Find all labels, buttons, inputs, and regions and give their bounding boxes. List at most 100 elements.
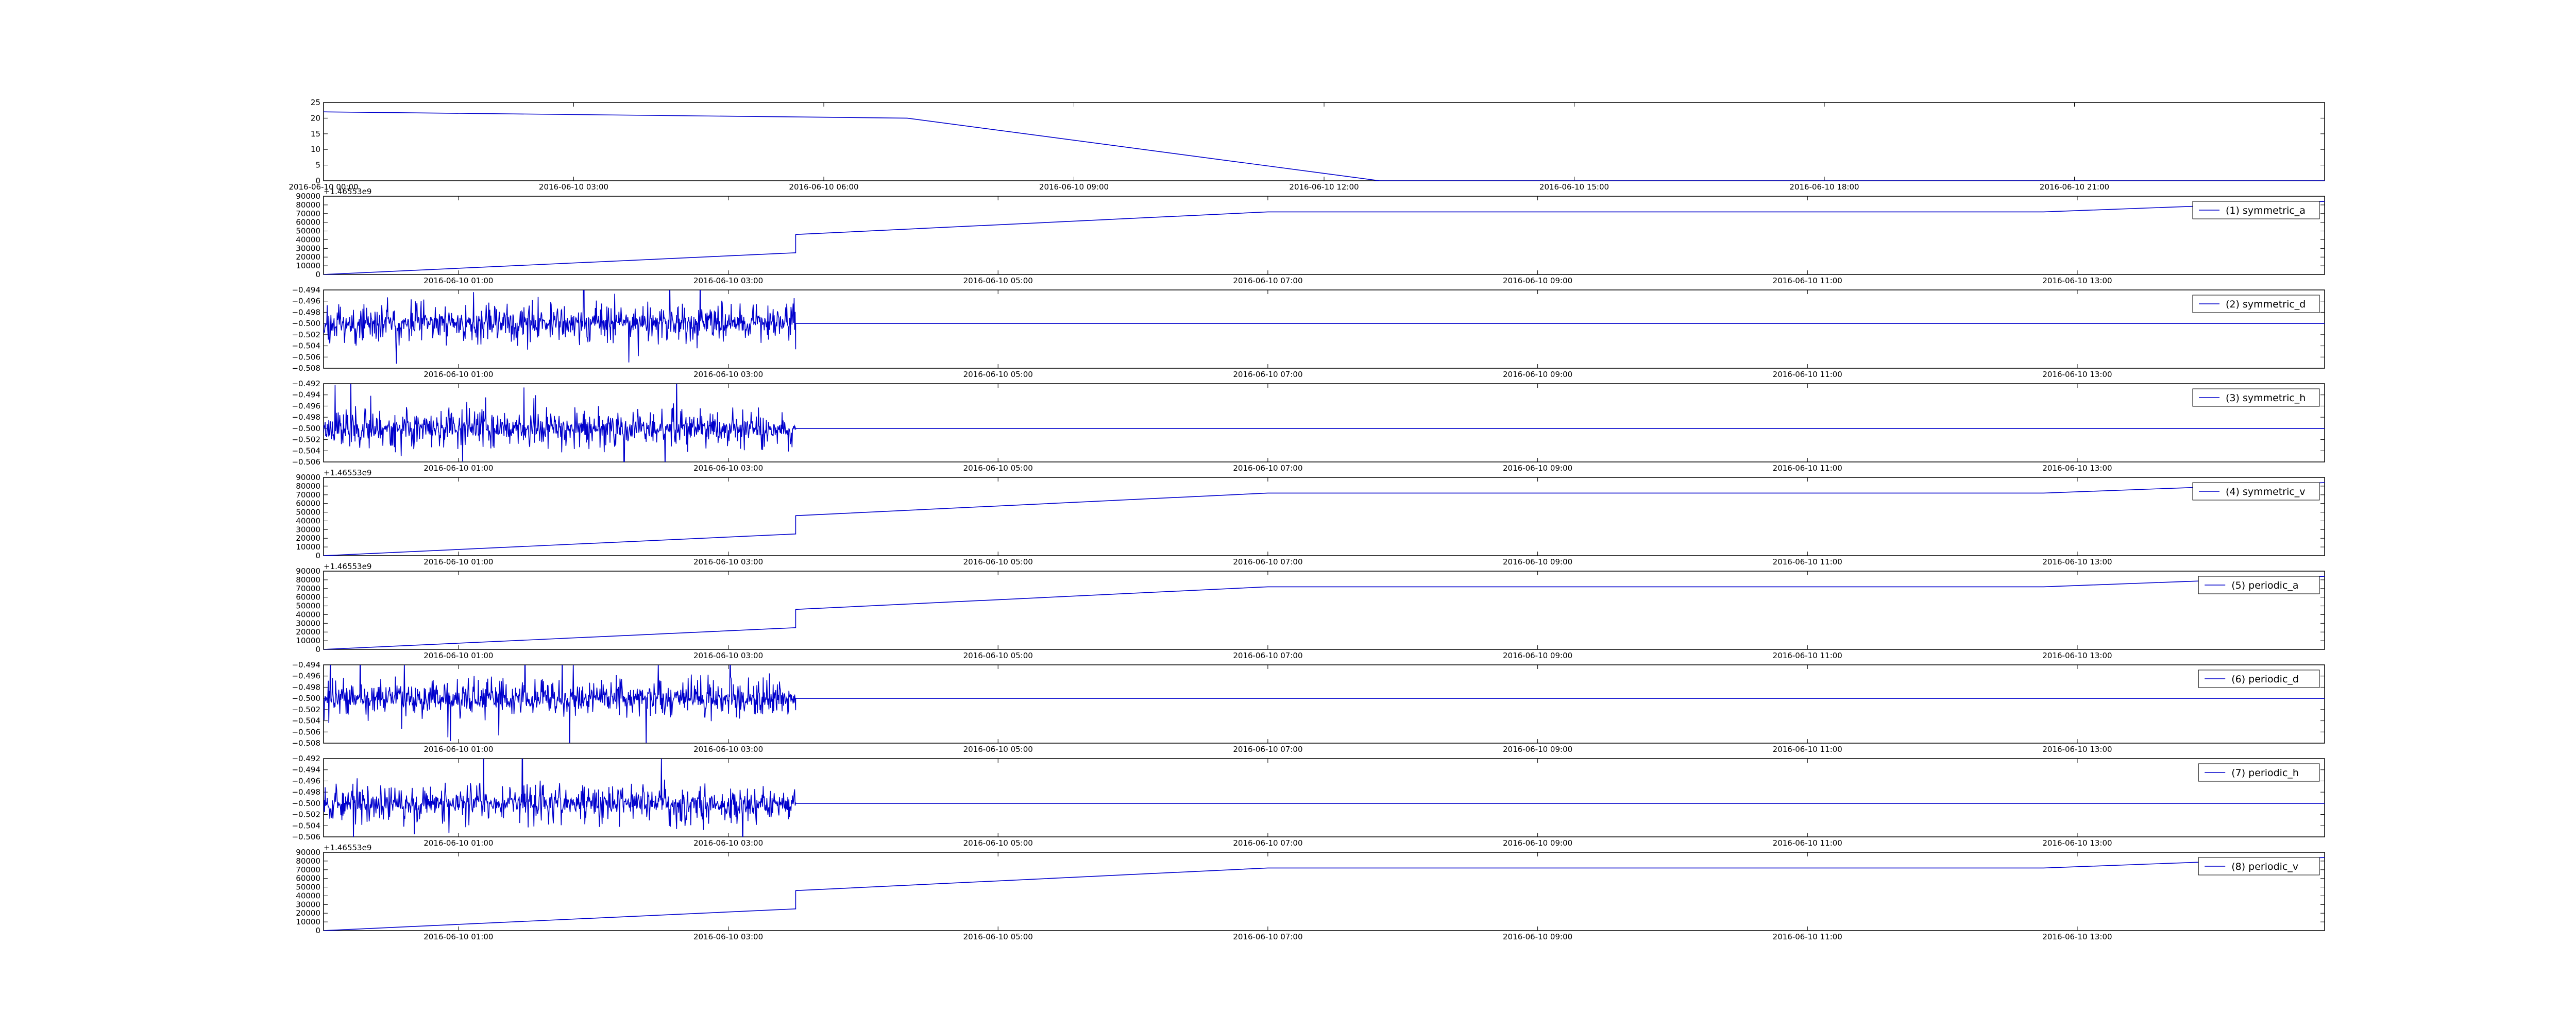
y-tick-label: −0.506	[292, 352, 320, 362]
x-tick-label: 2016-06-10 07:00	[1233, 745, 1302, 754]
y-tick-label: 0	[315, 270, 320, 279]
x-tick-label: 2016-06-10 09:00	[1503, 651, 1572, 660]
series-line	[324, 665, 2325, 743]
legend-label: (6) periodic_d	[2231, 674, 2299, 685]
y-tick-label: −0.504	[292, 716, 320, 726]
series-line	[324, 290, 2325, 364]
y-tick-label: 80000	[296, 856, 320, 866]
legend: (7) periodic_h	[2198, 763, 2320, 782]
x-tick-label: 2016-06-10 11:00	[1773, 838, 1842, 848]
y-tick-label: 50000	[296, 883, 320, 892]
y-tick-label: 80000	[296, 575, 320, 585]
legend: (1) symmetric_a	[2192, 201, 2320, 219]
plot-frame	[323, 196, 2325, 275]
x-tick-label: 2016-06-10 01:00	[423, 651, 493, 660]
legend-label: (5) periodic_a	[2231, 580, 2298, 591]
y-tick-label: −0.508	[292, 739, 320, 748]
subplot-6: 0100002000030000400005000060000700008000…	[296, 562, 2325, 660]
legend-label: (1) symmetric_a	[2226, 205, 2306, 216]
y-tick-label: 30000	[296, 619, 320, 628]
x-tick-label: 2016-06-10 09:00	[1039, 182, 1109, 192]
y-tick-label: −0.494	[292, 285, 320, 295]
y-tick-label: −0.496	[292, 297, 320, 306]
y-tick-label: 40000	[296, 516, 320, 525]
x-tick-label: 2016-06-10 03:00	[539, 182, 608, 192]
x-tick-label: 2016-06-10 09:00	[1503, 557, 1572, 566]
legend: (3) symmetric_h	[2192, 388, 2320, 407]
x-tick-label: 2016-06-10 03:00	[693, 932, 763, 941]
legend: (4) symmetric_v	[2192, 482, 2320, 501]
x-tick-label: 2016-06-10 11:00	[1773, 370, 1842, 379]
series-line	[324, 111, 2325, 181]
y-offset-label: +1.46553e9	[324, 843, 371, 852]
legend-label: (3) symmetric_h	[2226, 392, 2306, 404]
x-tick-label: 2016-06-10 09:00	[1503, 745, 1572, 754]
y-tick-label: −0.504	[292, 341, 320, 351]
x-tick-label: 2016-06-10 13:00	[2042, 651, 2112, 660]
x-tick-label: 2016-06-10 11:00	[1773, 745, 1842, 754]
y-tick-label: −0.500	[292, 424, 320, 433]
x-tick-label: 2016-06-10 01:00	[423, 370, 493, 379]
x-tick-label: 2016-06-10 13:00	[2042, 557, 2112, 566]
x-tick-label: 2016-06-10 03:00	[693, 370, 763, 379]
x-tick-label: 2016-06-10 05:00	[963, 370, 1033, 379]
y-tick-label: 0	[315, 645, 320, 654]
x-tick-label: 2016-06-10 21:00	[2040, 182, 2109, 192]
subplot-4: −0.506−0.504−0.502−0.500−0.498−0.496−0.4…	[292, 379, 2325, 473]
subplot-7: −0.508−0.506−0.504−0.502−0.500−0.498−0.4…	[292, 660, 2325, 754]
series-line	[324, 576, 2325, 649]
x-tick-label: 2016-06-10 03:00	[693, 651, 763, 660]
x-tick-label: 2016-06-10 01:00	[423, 557, 493, 566]
x-tick-label: 2016-06-10 18:00	[1789, 182, 1859, 192]
y-tick-label: 5	[315, 161, 320, 170]
y-tick-label: 90000	[296, 473, 320, 482]
y-tick-label: 80000	[296, 200, 320, 210]
plot-frame	[323, 477, 2325, 556]
y-tick-label: −0.494	[292, 390, 320, 400]
y-tick-label: −0.496	[292, 672, 320, 681]
y-tick-label: 10000	[296, 636, 320, 645]
x-tick-label: 2016-06-10 11:00	[1773, 932, 1842, 941]
y-tick-label: −0.504	[292, 446, 320, 455]
y-tick-label: 20000	[296, 534, 320, 543]
series-line	[324, 201, 2325, 274]
y-tick-label: 70000	[296, 209, 320, 218]
y-tick-label: 10	[311, 145, 320, 154]
legend-label: (8) periodic_v	[2231, 861, 2298, 872]
x-tick-label: 2016-06-10 06:00	[789, 182, 858, 192]
y-tick-label: 20000	[296, 627, 320, 637]
y-tick-label: −0.496	[292, 401, 320, 410]
y-tick-label: −0.498	[292, 787, 320, 797]
y-tick-label: −0.496	[292, 776, 320, 785]
y-tick-label: 40000	[296, 235, 320, 244]
y-tick-label: 30000	[296, 525, 320, 534]
y-offset-label: +1.46553e9	[324, 468, 371, 477]
legend: (6) periodic_d	[2198, 670, 2320, 688]
x-tick-label: 2016-06-10 01:00	[423, 464, 493, 473]
y-tick-label: −0.492	[292, 379, 320, 388]
x-tick-label: 2016-06-10 01:00	[423, 838, 493, 848]
x-tick-label: 2016-06-10 13:00	[2042, 370, 2112, 379]
y-tick-label: 90000	[296, 848, 320, 857]
x-tick-label: 2016-06-10 11:00	[1773, 557, 1842, 566]
y-tick-label: 10000	[296, 261, 320, 270]
x-tick-label: 2016-06-10 05:00	[963, 557, 1033, 566]
x-tick-label: 2016-06-10 11:00	[1773, 276, 1842, 285]
x-tick-label: 2016-06-10 13:00	[2042, 745, 2112, 754]
subplot-3: −0.508−0.506−0.504−0.502−0.500−0.498−0.4…	[292, 285, 2325, 379]
x-tick-label: 2016-06-10 09:00	[1503, 276, 1572, 285]
x-tick-label: 2016-06-10 07:00	[1233, 557, 1302, 566]
y-tick-label: 90000	[296, 192, 320, 201]
y-tick-label: 70000	[296, 865, 320, 874]
y-tick-label: −0.504	[292, 821, 320, 830]
x-tick-label: 2016-06-10 07:00	[1233, 932, 1302, 941]
y-tick-label: 70000	[296, 490, 320, 500]
x-tick-label: 2016-06-10 01:00	[423, 276, 493, 285]
legend: (8) periodic_v	[2198, 857, 2320, 876]
y-tick-label: −0.506	[292, 457, 320, 467]
x-tick-label: 2016-06-10 09:00	[1503, 932, 1572, 941]
y-tick-label: −0.500	[292, 799, 320, 808]
x-tick-label: 2016-06-10 03:00	[693, 464, 763, 473]
plot-frame	[323, 383, 2325, 462]
